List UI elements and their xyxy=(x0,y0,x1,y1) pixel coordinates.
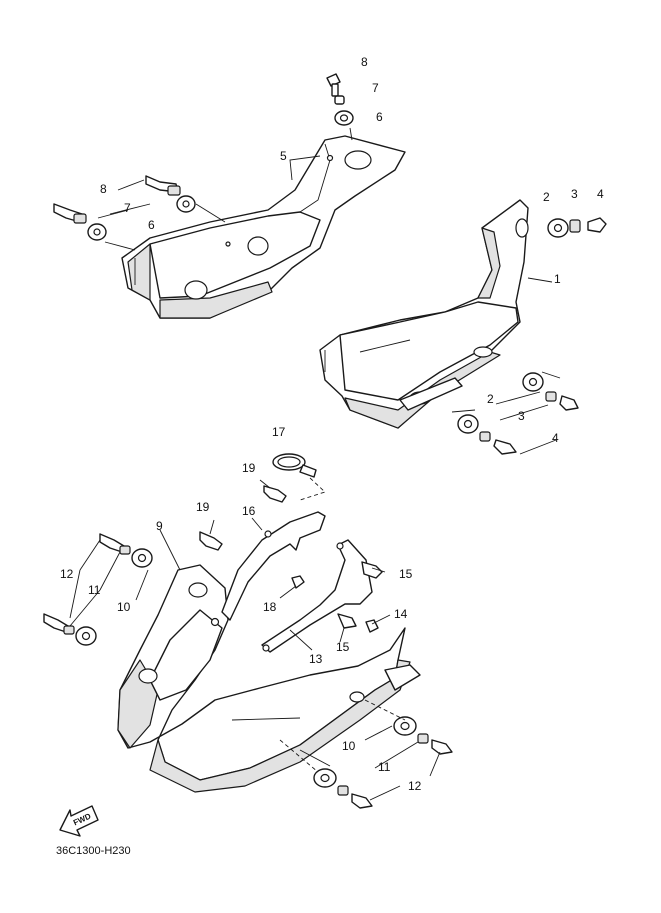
callout-8b: 8 xyxy=(100,182,107,196)
forward-arrow-icon: FWD xyxy=(59,805,99,837)
callout-2a: 2 xyxy=(543,190,550,204)
callout-10a: 10 xyxy=(117,600,131,614)
callout-15b: 15 xyxy=(336,640,350,654)
callout-1: 1 xyxy=(554,272,561,286)
callout-3b: 3 xyxy=(518,409,525,423)
callout-4a: 4 xyxy=(597,187,604,201)
bracket-part-5 xyxy=(121,135,406,319)
callout-6a: 6 xyxy=(376,110,383,124)
callout-4b: 4 xyxy=(552,431,559,445)
callout-6b: 6 xyxy=(148,218,155,232)
callout-18: 18 xyxy=(263,600,277,614)
hardware-upper-right xyxy=(53,73,354,241)
callout-19b: 19 xyxy=(196,500,210,514)
stay-part-13 xyxy=(261,539,373,653)
callout-5: 5 xyxy=(280,149,287,163)
callout-9: 9 xyxy=(156,519,163,533)
side-cover-part-1 xyxy=(319,199,529,429)
leader-lines xyxy=(69,127,561,801)
drawing-code: 36C1300-H230 xyxy=(56,845,131,857)
callout-12b: 12 xyxy=(408,779,422,793)
callout-14: 14 xyxy=(394,607,408,621)
callout-19a: 19 xyxy=(242,461,256,475)
clamp-part-17 xyxy=(272,453,317,478)
callout-13: 13 xyxy=(309,652,323,666)
callout-labels: 1 2 2 3 3 4 4 5 6 6 7 7 8 8 9 10 10 10 1… xyxy=(60,55,604,793)
callout-11a: 11 xyxy=(88,583,101,597)
hardware-lower xyxy=(43,485,453,809)
callout-7a: 7 xyxy=(372,81,379,95)
stay-part-16 xyxy=(210,511,326,627)
callout-17: 17 xyxy=(272,425,286,439)
callout-11b: 11 xyxy=(378,760,391,774)
callout-12a: 12 xyxy=(60,567,74,581)
callout-2b: 2 xyxy=(487,392,494,406)
callout-10b: 10 xyxy=(342,739,356,753)
callout-7b: 7 xyxy=(124,201,131,215)
lower-cowl-part-9 xyxy=(117,564,421,793)
hardware-side-cover xyxy=(457,217,607,455)
callout-8a: 8 xyxy=(361,55,368,69)
callout-15a: 15 xyxy=(399,567,413,581)
callout-3a: 3 xyxy=(571,187,578,201)
callout-16: 16 xyxy=(242,504,256,518)
